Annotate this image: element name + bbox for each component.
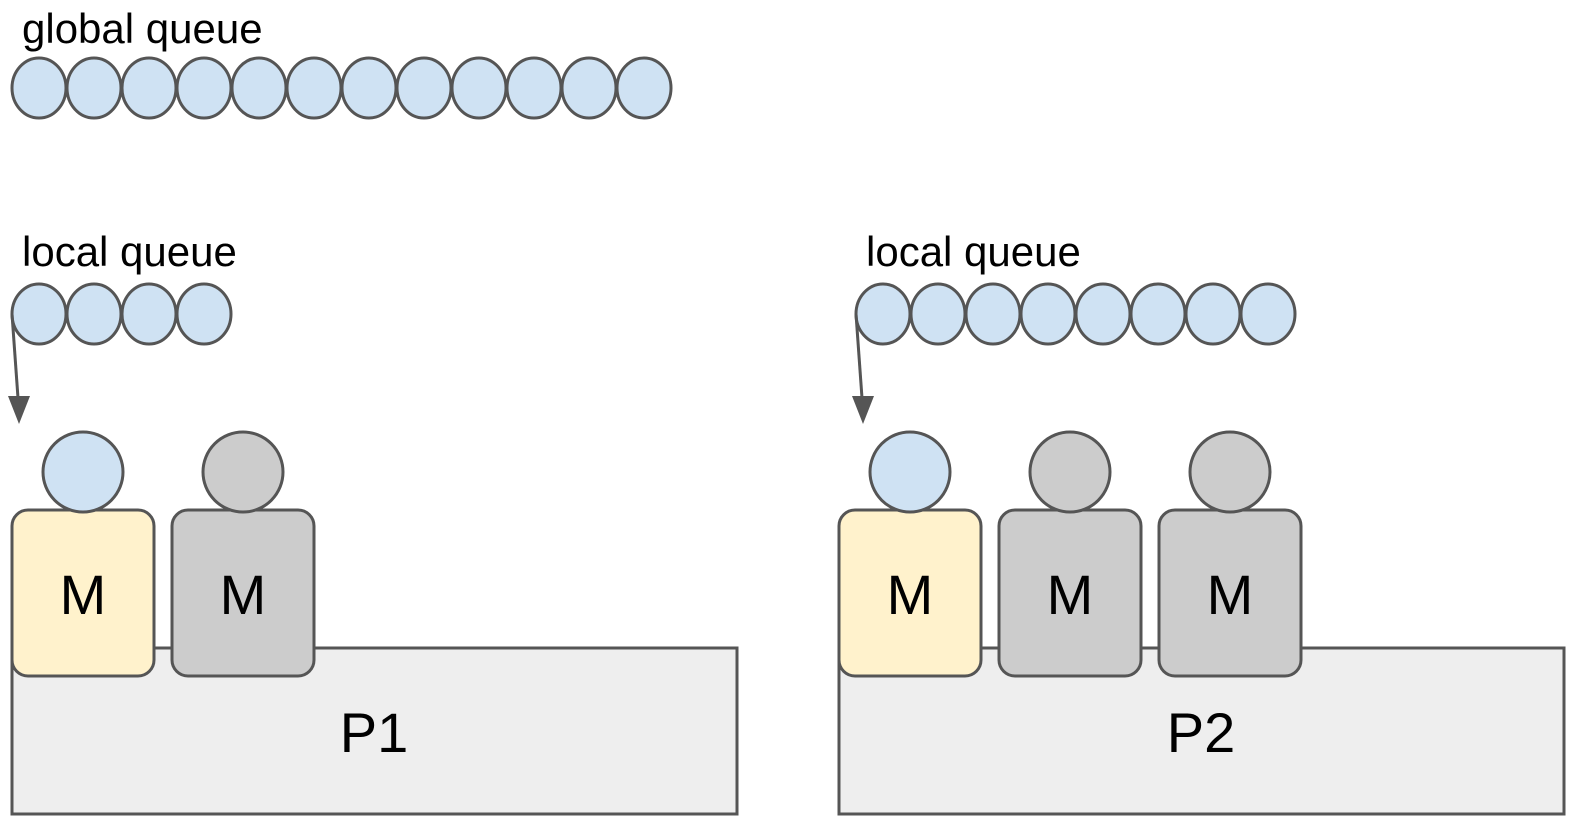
- machine-label: M: [220, 563, 267, 626]
- running-goroutine: [41, 430, 125, 514]
- arrow-head: [852, 396, 874, 424]
- goroutine: [65, 282, 123, 346]
- goroutine-head: [201, 430, 285, 514]
- goroutine-head: [1028, 430, 1112, 514]
- goroutine: [505, 56, 563, 120]
- local-queue: [854, 282, 1297, 346]
- goroutine: [175, 282, 233, 346]
- local-queue: [10, 282, 233, 346]
- goroutine: [10, 56, 68, 120]
- local-queue-label: local queue: [22, 228, 237, 275]
- goroutine: [10, 282, 68, 346]
- machine-label: M: [1047, 563, 1094, 626]
- goroutine: [340, 56, 398, 120]
- machine: M: [1157, 430, 1303, 678]
- goroutine: [560, 56, 618, 120]
- goroutine: [450, 56, 508, 120]
- machine-label: M: [1207, 563, 1254, 626]
- goroutine-head: [1188, 430, 1272, 514]
- goroutine: [120, 56, 178, 120]
- goroutine: [1239, 282, 1297, 346]
- local-queue-label: local queue: [866, 228, 1081, 275]
- goroutine: [65, 56, 123, 120]
- machine: M: [170, 430, 316, 678]
- arrow-shaft: [854, 313, 864, 399]
- goroutine: [175, 56, 233, 120]
- global-queue-label: global queue: [22, 5, 263, 52]
- processor-name: P2: [1167, 701, 1236, 764]
- goroutine: [1019, 282, 1077, 346]
- machine: M: [997, 430, 1143, 678]
- processor-name: P1: [340, 701, 409, 764]
- global-queue: [10, 56, 673, 120]
- machine: M: [837, 430, 983, 678]
- goroutine: [1129, 282, 1187, 346]
- running-goroutine: [868, 430, 952, 514]
- dequeue-arrow: [852, 313, 874, 424]
- goroutine: [964, 282, 1022, 346]
- goroutine: [395, 56, 453, 120]
- dequeue-arrow: [8, 313, 30, 424]
- goroutine: [909, 282, 967, 346]
- machine-label: M: [60, 563, 107, 626]
- goroutine: [1074, 282, 1132, 346]
- processor-p2: M M M P2 local queue: [837, 228, 1566, 816]
- machine-label: M: [887, 563, 934, 626]
- goroutine: [1184, 282, 1242, 346]
- goroutine: [230, 56, 288, 120]
- goroutine: [615, 56, 673, 120]
- machine: M: [10, 430, 156, 678]
- goroutine: [285, 56, 343, 120]
- arrow-head: [8, 396, 30, 424]
- goroutine: [120, 282, 178, 346]
- goroutine: [854, 282, 912, 346]
- arrow-shaft: [10, 313, 20, 399]
